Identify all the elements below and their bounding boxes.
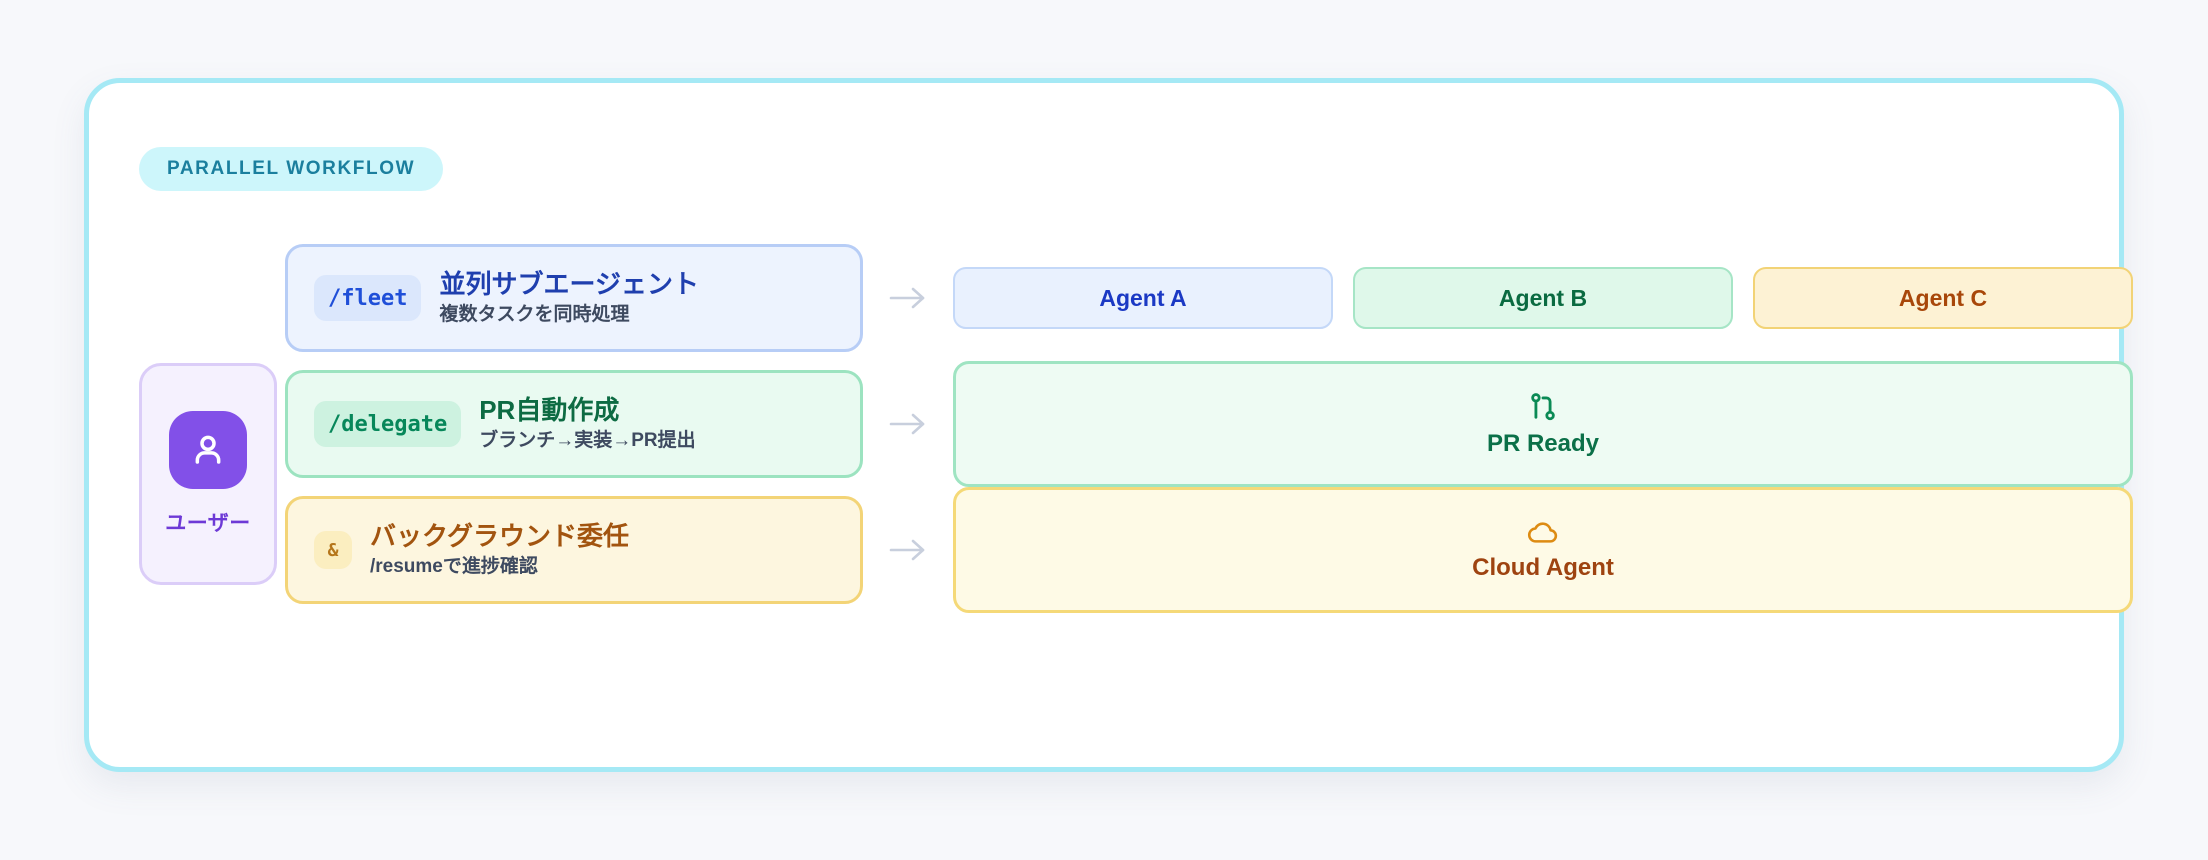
command-card-fleet[interactable]: /fleet 並列サブエージェント 複数タスクを同時処理 — [285, 244, 863, 352]
output-panel-label-pr-ready: PR Ready — [1486, 430, 1600, 457]
output-panel-label-cloud-agent: Cloud Agent — [1472, 554, 1614, 581]
arrow-right-icon — [889, 539, 925, 561]
user-label: ユーザー — [165, 512, 251, 535]
workflow-container: PARALLEL WORKFLOW ユーザー /fleet 並列サブエージェント… — [84, 78, 2133, 772]
user-node[interactable]: ユーザー — [139, 363, 277, 585]
command-subtitle-fleet: 複数タスクを同時処理 — [439, 303, 630, 325]
agent-chip-c[interactable]: Agent C — [1753, 267, 2133, 329]
command-title-fleet: 並列サブエージェント — [439, 269, 699, 300]
section-badge-label: PARALLEL WORKFLOW — [167, 158, 416, 179]
command-chip-fleet: /fleet — [314, 275, 422, 321]
flow-arrow-icon — [863, 537, 953, 563]
arrow-right-icon — [889, 287, 925, 309]
output-panel-cloud-agent[interactable]: Cloud Agent — [953, 487, 2133, 613]
git-pull-request-icon — [1531, 393, 1555, 421]
command-title-delegate: PR自動作成 — [479, 395, 620, 426]
flow-arrow-icon — [863, 285, 953, 311]
output-agents-group: Agent A Agent B Agent C — [953, 267, 2133, 329]
flow-arrow-icon — [863, 411, 953, 437]
command-text-fleet: 並列サブエージェント 複数タスクを同時処理 — [439, 268, 698, 327]
command-title-background: バックグラウンド委任 — [370, 521, 629, 552]
command-subtitle-background: /resumeで進捗確認 — [370, 555, 538, 577]
command-text-background: バックグラウンド委任 /resumeで進捗確認 — [370, 520, 629, 579]
arrow-right-icon — [889, 413, 925, 435]
workflow-row-background: & バックグラウンド委任 /resumeで進捗確認 Cloud Agent — [285, 487, 2133, 613]
command-card-delegate[interactable]: /delegate PR自動作成 ブランチ→実装→PR提出 — [285, 370, 863, 478]
command-text-delegate: PR自動作成 ブランチ→実装→PR提出 — [479, 394, 695, 453]
command-subtitle-delegate: ブランチ→実装→PR提出 — [479, 429, 696, 451]
workflow-row-delegate: /delegate PR自動作成 ブランチ→実装→PR提出 — [285, 361, 2133, 487]
command-chip-background: & — [314, 531, 352, 569]
cloud-icon — [1527, 522, 1558, 543]
agent-chip-a[interactable]: Agent A — [953, 267, 1333, 329]
workflow-row-fleet: /fleet 並列サブエージェント 複数タスクを同時処理 Agent A Age… — [285, 235, 2133, 361]
agent-chip-b[interactable]: Agent B — [1353, 267, 1733, 329]
user-avatar — [169, 411, 247, 489]
command-chip-delegate: /delegate — [314, 401, 462, 447]
user-icon — [195, 435, 221, 464]
command-card-background[interactable]: & バックグラウンド委任 /resumeで進捗確認 — [285, 496, 863, 604]
section-badge: PARALLEL WORKFLOW — [139, 147, 444, 191]
output-panel-pr-ready[interactable]: PR Ready — [953, 361, 2133, 487]
